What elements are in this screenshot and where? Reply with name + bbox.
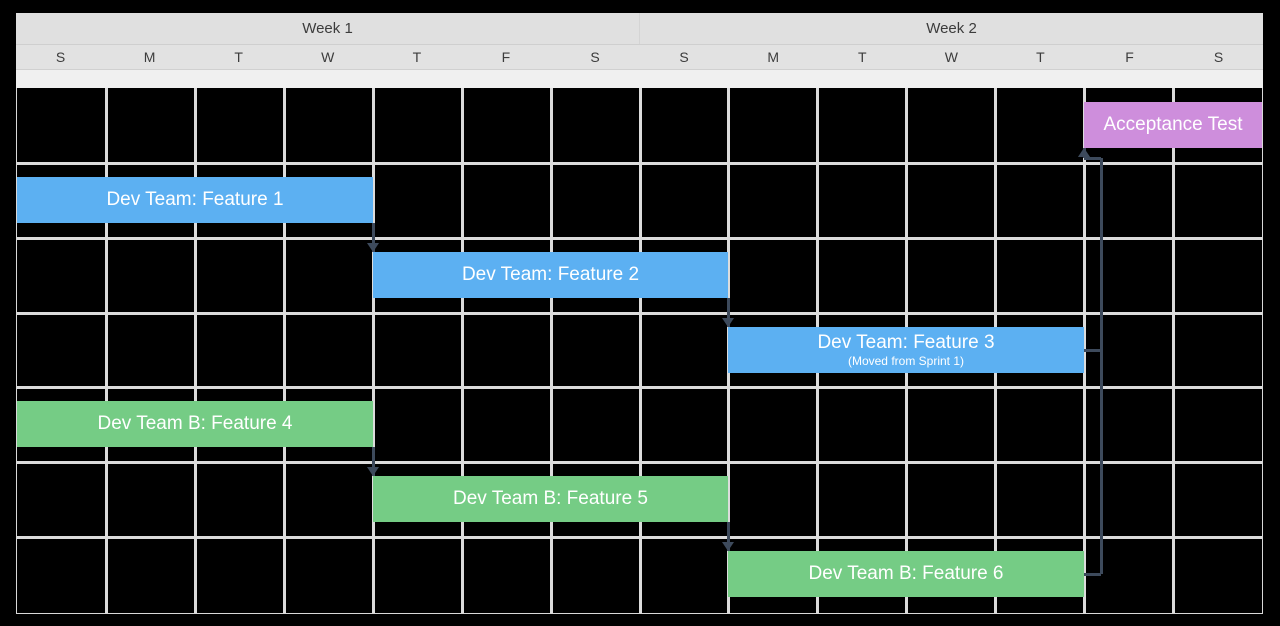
day-header-row: S M T W T F S S M T W T F S — [16, 45, 1263, 70]
task-bar-feature-2[interactable]: Dev Team: Feature 2 — [373, 252, 728, 298]
task-bar-acceptance-test[interactable]: Acceptance Test — [1084, 102, 1262, 148]
dependency-arrowhead — [1078, 148, 1090, 157]
grid-column-line — [105, 88, 108, 613]
grid-column-line — [194, 88, 197, 613]
grid-row-line — [17, 386, 1262, 389]
dependency-segment — [372, 223, 375, 252]
day-header-cell: M — [143, 49, 156, 65]
dependency-connector-feature-5-to-feature-6 — [17, 88, 1262, 612]
dependency-segment — [1084, 573, 1101, 576]
dependency-arrowhead — [367, 243, 379, 252]
week-header-row: Week 1 Week 2 — [16, 13, 1263, 45]
task-bar-feature-5[interactable]: Dev Team B: Feature 5 — [373, 476, 728, 522]
day-header-cell: T — [857, 49, 867, 65]
task-bar-label: Dev Team B: Feature 5 — [452, 488, 649, 509]
day-header-cell: F — [501, 49, 511, 65]
task-bar-feature-6[interactable]: Dev Team B: Feature 6 — [728, 551, 1084, 597]
dependency-segment — [727, 298, 730, 327]
task-bar-feature-1[interactable]: Dev Team: Feature 1 — [17, 177, 373, 223]
task-bar-label: Dev Team: Feature 1 — [106, 189, 284, 210]
task-bar-label: Dev Team: Feature 2 — [461, 264, 640, 285]
grid-row-line — [17, 162, 1262, 165]
grid-column-line — [639, 88, 642, 613]
dependency-connector-feature-1-to-feature-2 — [17, 88, 1262, 612]
day-header-cell: S — [590, 49, 600, 65]
day-header-cell: T — [234, 49, 243, 65]
grid-row-line — [17, 312, 1262, 315]
day-header-cell: T — [412, 49, 422, 65]
task-bar-label: Dev Team: Feature 3 — [817, 332, 995, 353]
day-header-cell: S — [55, 49, 66, 65]
day-header-cell: W — [321, 49, 335, 65]
dependency-segment — [1084, 157, 1101, 160]
task-bar-feature-4[interactable]: Dev Team B: Feature 4 — [17, 401, 373, 447]
day-header-cell: S — [1213, 49, 1224, 65]
dependency-segment — [1084, 349, 1101, 352]
grid-row-line — [17, 461, 1262, 464]
task-bar-label: Dev Team B: Feature 4 — [97, 413, 293, 434]
day-header-cell: M — [767, 49, 779, 65]
day-header-cell: W — [944, 49, 958, 65]
task-bar-label: Acceptance Test — [1103, 114, 1243, 135]
grid-column-line — [550, 88, 553, 613]
dependency-arrowhead — [722, 318, 734, 327]
grid-row-line — [17, 536, 1262, 539]
task-bar-feature-3[interactable]: Dev Team: Feature 3(Moved from Sprint 1) — [728, 327, 1084, 373]
week-label: Week 1 — [302, 20, 353, 37]
day-header-cell: F — [1125, 49, 1134, 65]
grid-row-line — [17, 237, 1262, 240]
dependency-connector-feature-4-to-feature-5 — [17, 88, 1262, 612]
week-header-cell: Week 2 — [640, 13, 1263, 44]
task-bar-sublabel: (Moved from Sprint 1) — [847, 354, 965, 368]
task-bar-label: Dev Team B: Feature 6 — [808, 563, 1004, 584]
dependency-segment — [372, 447, 375, 476]
dependency-connector-feature-2-to-feature-3 — [17, 88, 1262, 612]
dependency-connector-feature-6-to-acceptance-test — [17, 88, 1262, 612]
header-spacer-strip — [16, 70, 1263, 88]
grid-column-line — [461, 88, 464, 613]
week-label: Week 2 — [926, 20, 977, 37]
day-header-cell: T — [1036, 49, 1045, 65]
dependency-arrowhead — [722, 542, 734, 551]
dependency-segment — [727, 522, 730, 551]
dependency-segment — [1100, 158, 1103, 574]
day-header-cell: S — [679, 49, 689, 65]
grid-column-line — [283, 88, 286, 613]
week-header-cell: Week 1 — [16, 13, 640, 44]
grid-column-line — [372, 88, 375, 613]
dependency-arrowhead — [367, 467, 379, 476]
timeline-header: Week 1 Week 2 S M T W T F S S M T W T F … — [16, 13, 1263, 88]
grid-column-line — [1172, 88, 1175, 613]
